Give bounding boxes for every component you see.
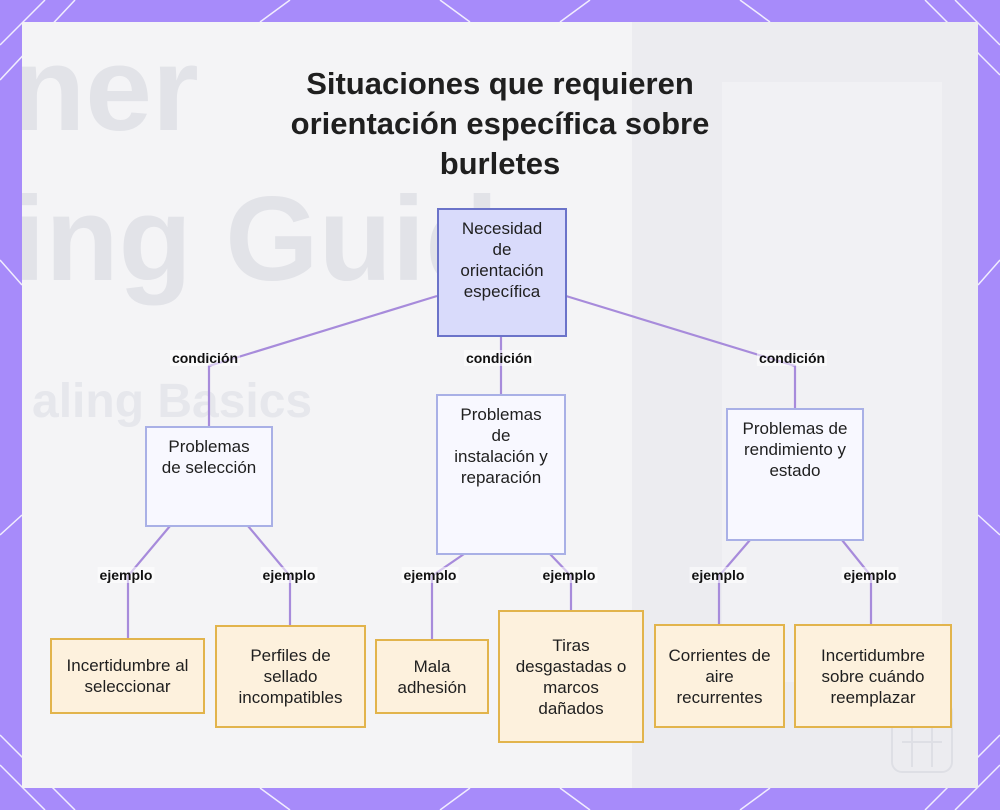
edge-label-ejemplo-6: ejemplo (841, 567, 899, 583)
edge-label-ejemplo-2: ejemplo (260, 567, 318, 583)
node-root: Necesidad de orientación específica (437, 208, 567, 337)
edge-label-ejemplo-1: ejemplo (97, 567, 155, 583)
diagram-title: Situaciones que requieren orientación es… (290, 66, 710, 181)
node-tiras: Tiras desgastadas o marcos dañados (498, 610, 644, 743)
node-seleccion: Problemas de selección (145, 426, 273, 527)
edge-root-seleccion (207, 294, 438, 426)
edge-label-ejemplo-5: ejemplo (689, 567, 747, 583)
edge-label-condicion-2: condición (463, 350, 535, 366)
edge-label-ejemplo-3: ejemplo (401, 567, 459, 583)
node-perfiles: Perfiles de sellado incompatibles (215, 625, 366, 728)
node-mala-adhesion: Mala adhesión (375, 639, 489, 714)
node-corrientes-label: Corrientes de aire recurrentes (668, 645, 771, 707)
node-incertidumbre-seleccionar: Incertidumbre al seleccionar (50, 638, 205, 714)
node-rendimiento-label: Problemas de rendimiento y estado (742, 419, 848, 480)
edge-root-rendimiento (565, 294, 797, 408)
diagram-card: ner ing Guide aling Basics Situaciones q… (22, 22, 978, 788)
node-reemplazar-label: Incertidumbre sobre cuándo reemplazar (821, 645, 925, 707)
node-seleccion-label: Problemas de selección (161, 437, 257, 477)
watermark-line3: aling Basics (32, 375, 312, 428)
node-corrientes: Corrientes de aire recurrentes (654, 624, 785, 728)
node-mala-adhesion-label: Mala adhesión (397, 656, 467, 697)
node-reemplazar: Incertidumbre sobre cuándo reemplazar (794, 624, 952, 728)
node-instalacion: Problemas de instalación y reparación (436, 394, 566, 555)
edge-label-condicion-3: condición (756, 350, 828, 366)
node-incertidumbre-seleccionar-label: Incertidumbre al seleccionar (66, 656, 189, 696)
node-rendimiento: Problemas de rendimiento y estado (726, 408, 864, 541)
node-root-label: Necesidad de orientación específica (460, 219, 544, 301)
watermark-line1: ner (22, 22, 199, 156)
edge-label-ejemplo-4: ejemplo (540, 567, 598, 583)
node-tiras-label: Tiras desgastadas o marcos dañados (515, 635, 627, 718)
node-instalacion-label: Problemas de instalación y reparación (454, 405, 548, 487)
edge-label-condicion-1: condición (169, 350, 241, 366)
node-perfiles-label: Perfiles de sellado incompatibles (238, 646, 343, 707)
